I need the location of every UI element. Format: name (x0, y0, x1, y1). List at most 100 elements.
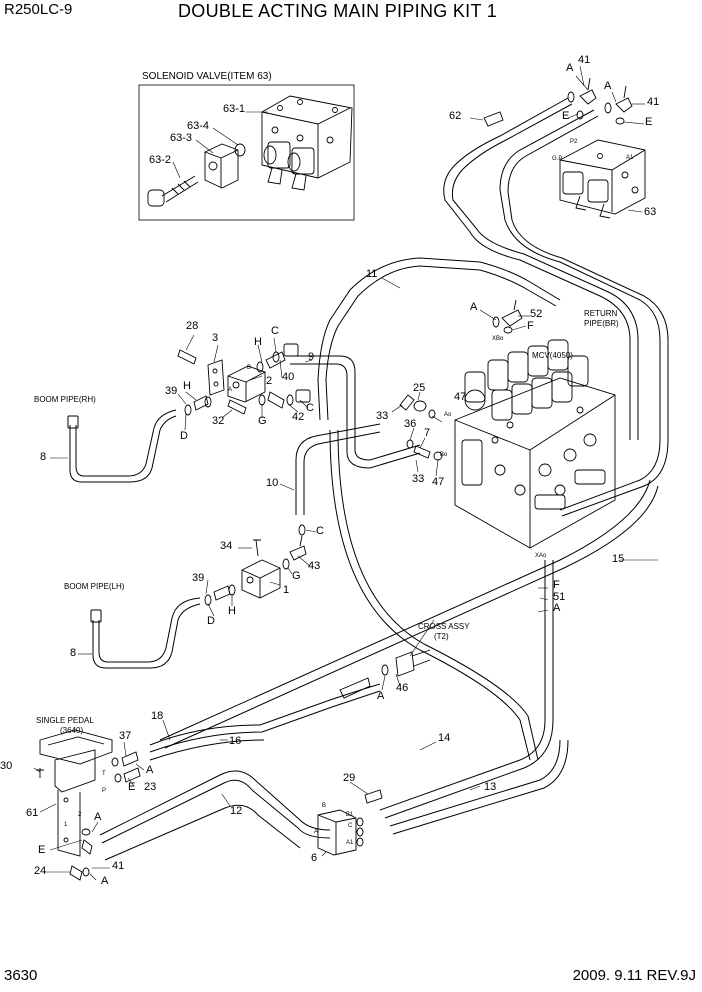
callout: 46 (396, 682, 409, 694)
port-label: A (314, 829, 319, 835)
caption-cross-2: (T2) (434, 632, 449, 641)
callout: 62 (449, 110, 462, 122)
callout: 8 (70, 647, 77, 659)
caption-cross-1: CROSS ASSY (418, 622, 470, 631)
mcv-body (454, 339, 616, 549)
port-label: P (102, 788, 107, 794)
caption-mcv: MCV(4050) (532, 351, 573, 360)
callout: 15 (612, 553, 625, 565)
hose-11 (443, 97, 639, 440)
solenoid-cartridge (147, 175, 199, 207)
page-title: DOUBLE ACTING MAIN PIPING KIT 1 (178, 1, 498, 21)
callout: 63-4 (187, 120, 210, 132)
fittings-pedal (69, 751, 141, 881)
manifold-6 (317, 809, 364, 856)
callout: A (470, 301, 478, 313)
block-2 (227, 365, 266, 403)
callout: 32 (212, 415, 225, 427)
block-1 (241, 539, 281, 599)
hose-mcv-down (329, 429, 539, 761)
solenoid-assembly-63 (559, 139, 646, 219)
port-label: B (322, 803, 327, 809)
callout: 39 (192, 572, 205, 584)
single-pedal (36, 729, 113, 857)
callout: 14 (438, 732, 451, 744)
callout: 10 (266, 477, 279, 489)
cross-assy (339, 649, 431, 699)
port-label: 1 (64, 822, 68, 828)
callout: E (38, 844, 46, 856)
callout: 37 (119, 730, 132, 742)
port-label: C (348, 823, 353, 829)
callout: 25 (413, 382, 426, 394)
callout: 36 (404, 418, 417, 430)
fittings-top (483, 77, 633, 127)
callout: G (258, 415, 267, 427)
callout: A (101, 875, 109, 887)
hose-14 (379, 560, 554, 819)
callout: D (207, 615, 215, 627)
caption-return-1: RETURN (584, 309, 618, 318)
callout: 18 (151, 710, 164, 722)
port-label: A (228, 387, 233, 393)
callout: 28 (186, 320, 199, 332)
callout: 51 (553, 591, 566, 603)
callout: H (183, 380, 191, 392)
port-label: XAo (535, 553, 547, 559)
port-label: A1 (346, 840, 354, 846)
callout: C (316, 525, 324, 537)
callout: 1 (283, 584, 290, 596)
leader-lines (33, 65, 658, 881)
fittings-g-43-c (282, 524, 307, 570)
callout: 29 (343, 772, 356, 784)
callout: 24 (34, 865, 47, 877)
callout: A (566, 62, 574, 74)
callout: 8 (40, 451, 47, 463)
port-label: B1 (346, 812, 354, 818)
callout: 41 (578, 54, 591, 66)
callout: 9 (308, 351, 315, 363)
callout: E (645, 116, 653, 128)
fittings-39-d-h-lower (204, 584, 236, 606)
callout: E (562, 110, 570, 122)
callout: H (254, 336, 262, 348)
callout: 30 (0, 760, 13, 772)
fitting-28 (177, 349, 197, 365)
callout: 3 (212, 332, 219, 344)
callout: D (180, 430, 188, 442)
port-label: Bo (440, 452, 448, 458)
port-label: G.P (552, 156, 563, 162)
caption-solenoid: SOLENOID VALVE(ITEM 63) (142, 71, 272, 82)
page-number: 3630 (4, 967, 38, 984)
fitting-29 (364, 789, 383, 804)
hose-return (317, 257, 561, 421)
model-number: R250LC-9 (4, 1, 73, 18)
caption-return-2: PIPE(BR) (584, 319, 619, 328)
callout: 43 (308, 560, 321, 572)
callout: C (271, 325, 279, 337)
port-label: Ao (444, 412, 452, 418)
callout: 12 (230, 805, 243, 817)
callout: 33 (376, 410, 389, 422)
revision-date: 2009. 9.11 REV.9J (572, 967, 696, 984)
callout: 39 (165, 385, 178, 397)
callout: 11 (366, 268, 378, 280)
hose-13 (389, 739, 569, 835)
callout: A (377, 690, 385, 702)
port-label: T (102, 771, 106, 777)
port-label: XBo (492, 336, 504, 342)
hose-9 (290, 355, 421, 469)
callout: 41 (647, 96, 660, 108)
callout: 63 (644, 206, 657, 218)
solenoid-valve-body (261, 95, 353, 191)
callout: 33 (412, 473, 425, 485)
hose-16-18 (149, 683, 381, 761)
callout: 23 (144, 781, 157, 793)
fittings-52 (492, 299, 523, 334)
solenoid-leaders (172, 111, 268, 179)
solenoid-inset-frame (138, 84, 355, 221)
callout: 61 (26, 807, 39, 819)
callout: 6 (311, 852, 318, 864)
block-3 (207, 359, 225, 396)
callout: A (94, 811, 102, 823)
